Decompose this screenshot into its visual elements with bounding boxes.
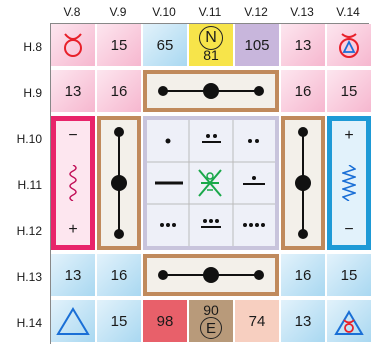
left-panel-minus: −	[68, 127, 78, 144]
right-panel-plus: +	[344, 127, 354, 144]
column-header: V.8	[63, 5, 81, 19]
column-header: V.13	[290, 5, 314, 19]
left-panel[interactable]: − +	[51, 116, 95, 250]
right-connector[interactable]	[281, 116, 325, 250]
cell-v9-h13[interactable]: 16	[97, 254, 141, 296]
left-connector-inner	[101, 120, 137, 246]
column-header: V.12	[244, 5, 268, 19]
cell-v8-h13[interactable]: 13	[51, 254, 95, 296]
horizontal-link-icon	[158, 83, 264, 99]
row-header: H.9	[23, 86, 42, 100]
left-panel-inner: − +	[56, 121, 90, 245]
cell-v14-h13[interactable]: 15	[327, 254, 371, 296]
cell-v10-h8[interactable]: 65	[143, 24, 187, 66]
cell-v8-h9[interactable]: 13	[51, 70, 95, 112]
horizontal-link-icon	[158, 267, 264, 283]
taurus-triangle-icon	[334, 310, 364, 335]
row-header: H.14	[16, 316, 42, 330]
spring-icon	[69, 165, 77, 201]
zigzag-icon	[342, 165, 356, 201]
north-marker: N	[199, 25, 223, 50]
row-header: H.10	[16, 132, 42, 146]
bottom-connector-inner	[147, 258, 275, 292]
bottom-connector[interactable]	[143, 254, 279, 296]
cell-v11-h14[interactable]: 90 E	[189, 300, 233, 342]
cell-v12-h14[interactable]: 74	[235, 300, 279, 342]
column-header: V.9	[109, 5, 127, 19]
column-header: V.14	[336, 5, 360, 19]
cell-v14-h9[interactable]: 15	[327, 70, 371, 112]
cell-v9-h14[interactable]: 15	[97, 300, 141, 342]
vertical-link-icon	[111, 127, 127, 239]
triangle-icon	[56, 307, 90, 335]
cell-v9-h9[interactable]: 16	[97, 70, 141, 112]
cell-v9-h8[interactable]: 15	[97, 24, 141, 66]
cell-v10-h14[interactable]: 98	[143, 300, 187, 342]
column-header: V.10	[152, 5, 176, 19]
column-header: V.11	[198, 5, 222, 19]
cell-v8-h8[interactable]	[51, 24, 95, 66]
center-symbols	[147, 120, 275, 246]
east-value: 90	[203, 302, 219, 318]
right-panel-minus: −	[344, 221, 354, 238]
right-panel-inner: + −	[332, 121, 366, 245]
board-grid	[50, 23, 369, 344]
row-header: H.13	[16, 270, 42, 284]
row-header: H.11	[17, 178, 42, 192]
cell-v13-h8[interactable]: 13	[281, 24, 325, 66]
cell-v13-h14[interactable]: 13	[281, 300, 325, 342]
pisces-icon	[64, 33, 82, 57]
left-panel-plus: +	[68, 221, 78, 238]
north-value: 81	[203, 46, 219, 63]
right-connector-inner	[285, 120, 321, 246]
cell-v14-h14[interactable]	[327, 300, 371, 342]
top-connector-inner	[147, 74, 275, 108]
triangle-symbol-icon	[339, 33, 359, 58]
row-header: H.12	[16, 224, 42, 238]
cell-v13-h9[interactable]: 16	[281, 70, 325, 112]
row-header: H.8	[23, 40, 42, 54]
cell-v14-h8[interactable]	[327, 24, 371, 66]
cell-v11-h8[interactable]: N 81	[189, 24, 233, 66]
cell-v12-h8[interactable]: 105	[235, 24, 279, 66]
top-connector[interactable]	[143, 70, 279, 112]
cell-v13-h13[interactable]: 16	[281, 254, 325, 296]
vertical-link-icon	[295, 127, 311, 239]
right-panel[interactable]: + −	[327, 116, 371, 250]
cell-v8-h14[interactable]	[51, 300, 95, 342]
east-marker: E	[200, 317, 222, 339]
left-connector[interactable]	[97, 116, 141, 250]
center-block-inner	[147, 120, 275, 246]
center-block	[143, 116, 279, 250]
